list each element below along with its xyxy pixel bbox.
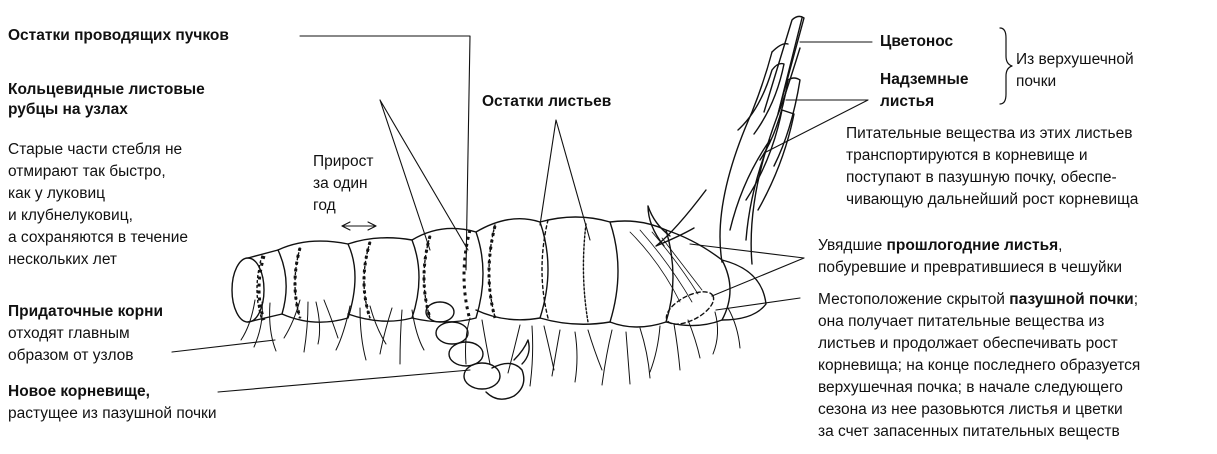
label-old-parts-line6: нескольких лет xyxy=(8,250,117,270)
label-withered-line1: Увядшие прошлогодние листья, xyxy=(818,236,1062,256)
label-new-rhizome-line1: Новое корневище, xyxy=(8,382,150,402)
label-old-parts-line2: отмирают так быстро, xyxy=(8,162,166,182)
node-rings xyxy=(259,226,495,320)
label-old-parts-line5: а сохраняются в течение xyxy=(8,228,188,248)
label-adventitious-roots-line1: Придаточные корни xyxy=(8,302,163,322)
label-ring-scars-line2: рубцы на узлах xyxy=(8,100,128,120)
label-ring-scars-line1: Кольцевидные листовые xyxy=(8,80,205,100)
label-aerial-leaves-line2: листья xyxy=(880,92,934,112)
withered-text-post: , xyxy=(1058,237,1062,254)
label-axillary-line2: она получает питательные вещества из xyxy=(818,312,1104,332)
rhizome-segments xyxy=(232,217,766,331)
withered-text-bold: прошлогодние листья xyxy=(887,237,1059,254)
label-axillary-line7: за счет запасенных питательных веществ xyxy=(818,422,1120,442)
label-nutrients-line2: транспортируются в корневище и xyxy=(846,146,1088,166)
aerial-shoots xyxy=(648,16,804,264)
axillary-text-pre: Местоположение скрытой xyxy=(818,291,1009,308)
label-vascular-remains: Остатки проводящих пучков xyxy=(8,26,229,46)
label-aerial-leaves-line1: Надземные xyxy=(880,70,968,90)
label-axillary-line6: сезона из нее разовьются листья и цветки xyxy=(818,400,1123,420)
label-new-rhizome-line2: растущее из пазушной почки xyxy=(8,404,217,424)
label-axillary-line3: листьев и продолжает обеспечивать рост xyxy=(818,334,1118,354)
label-old-parts-line4: и клубнелуковиц, xyxy=(8,206,133,226)
axillary-text-bold: пазушной почки xyxy=(1009,291,1133,308)
label-growth-line2: за один xyxy=(313,174,368,194)
adventitious-roots xyxy=(241,300,740,386)
label-from-apical-line1: Из верхушечной xyxy=(1016,50,1134,70)
label-old-parts-line3: как у луковиц xyxy=(8,184,105,204)
label-axillary-line4: корневища; на конце последнего образуетс… xyxy=(818,356,1140,376)
label-leaf-remains: Остатки листьев xyxy=(482,92,611,112)
axillary-text-post: ; xyxy=(1134,291,1138,308)
label-nutrients-line3: поступают в пазушную почку, обеспе- xyxy=(846,168,1117,188)
withered-text-pre: Увядшие xyxy=(818,237,887,254)
label-flower-stalk: Цветонос xyxy=(880,32,953,52)
label-adventitious-roots-line3: образом от узлов xyxy=(8,346,134,366)
label-axillary-line5: верхушечная почка; в начале следующего xyxy=(818,378,1123,398)
label-nutrients-line1: Питательные вещества из этих листьев xyxy=(846,124,1132,144)
label-old-parts-line1: Старые части стебля не xyxy=(8,140,182,160)
label-nutrients-line4: чивающую дальнейший рост корневища xyxy=(846,190,1138,210)
label-axillary-line1: Местоположение скрытой пазушной почки; xyxy=(818,290,1138,310)
label-withered-line2: побуревшие и превратившиеся в чешуйки xyxy=(818,258,1122,278)
label-growth-line3: год xyxy=(313,196,336,216)
label-growth-line1: Прирост xyxy=(313,152,374,172)
label-adventitious-roots-line2: отходят главным xyxy=(8,324,130,344)
label-from-apical-line2: почки xyxy=(1016,72,1056,92)
